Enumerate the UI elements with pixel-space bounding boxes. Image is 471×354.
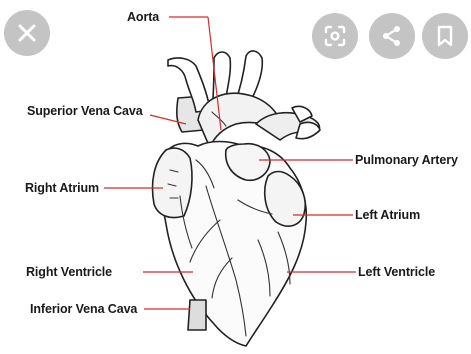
label-left-ventricle: Left Ventricle (358, 265, 435, 279)
close-icon (16, 22, 38, 44)
close-button[interactable] (4, 10, 50, 56)
bookmark-icon (435, 24, 455, 48)
label-aorta: Aorta (127, 10, 159, 24)
label-pulmonary-artery: Pulmonary Artery (355, 153, 458, 167)
lens-search-icon (323, 24, 347, 48)
bookmark-button[interactable] (422, 13, 468, 59)
share-button[interactable] (369, 13, 415, 59)
label-right-atrium: Right Atrium (25, 181, 99, 195)
lens-search-button[interactable] (312, 13, 358, 59)
label-inferior-vena-cava: Inferior Vena Cava (30, 302, 137, 316)
label-right-ventricle: Right Ventricle (26, 265, 112, 279)
label-superior-vena-cava: Superior Vena Cava (27, 104, 143, 118)
share-icon (380, 24, 404, 48)
label-left-atrium: Left Atrium (355, 208, 420, 222)
